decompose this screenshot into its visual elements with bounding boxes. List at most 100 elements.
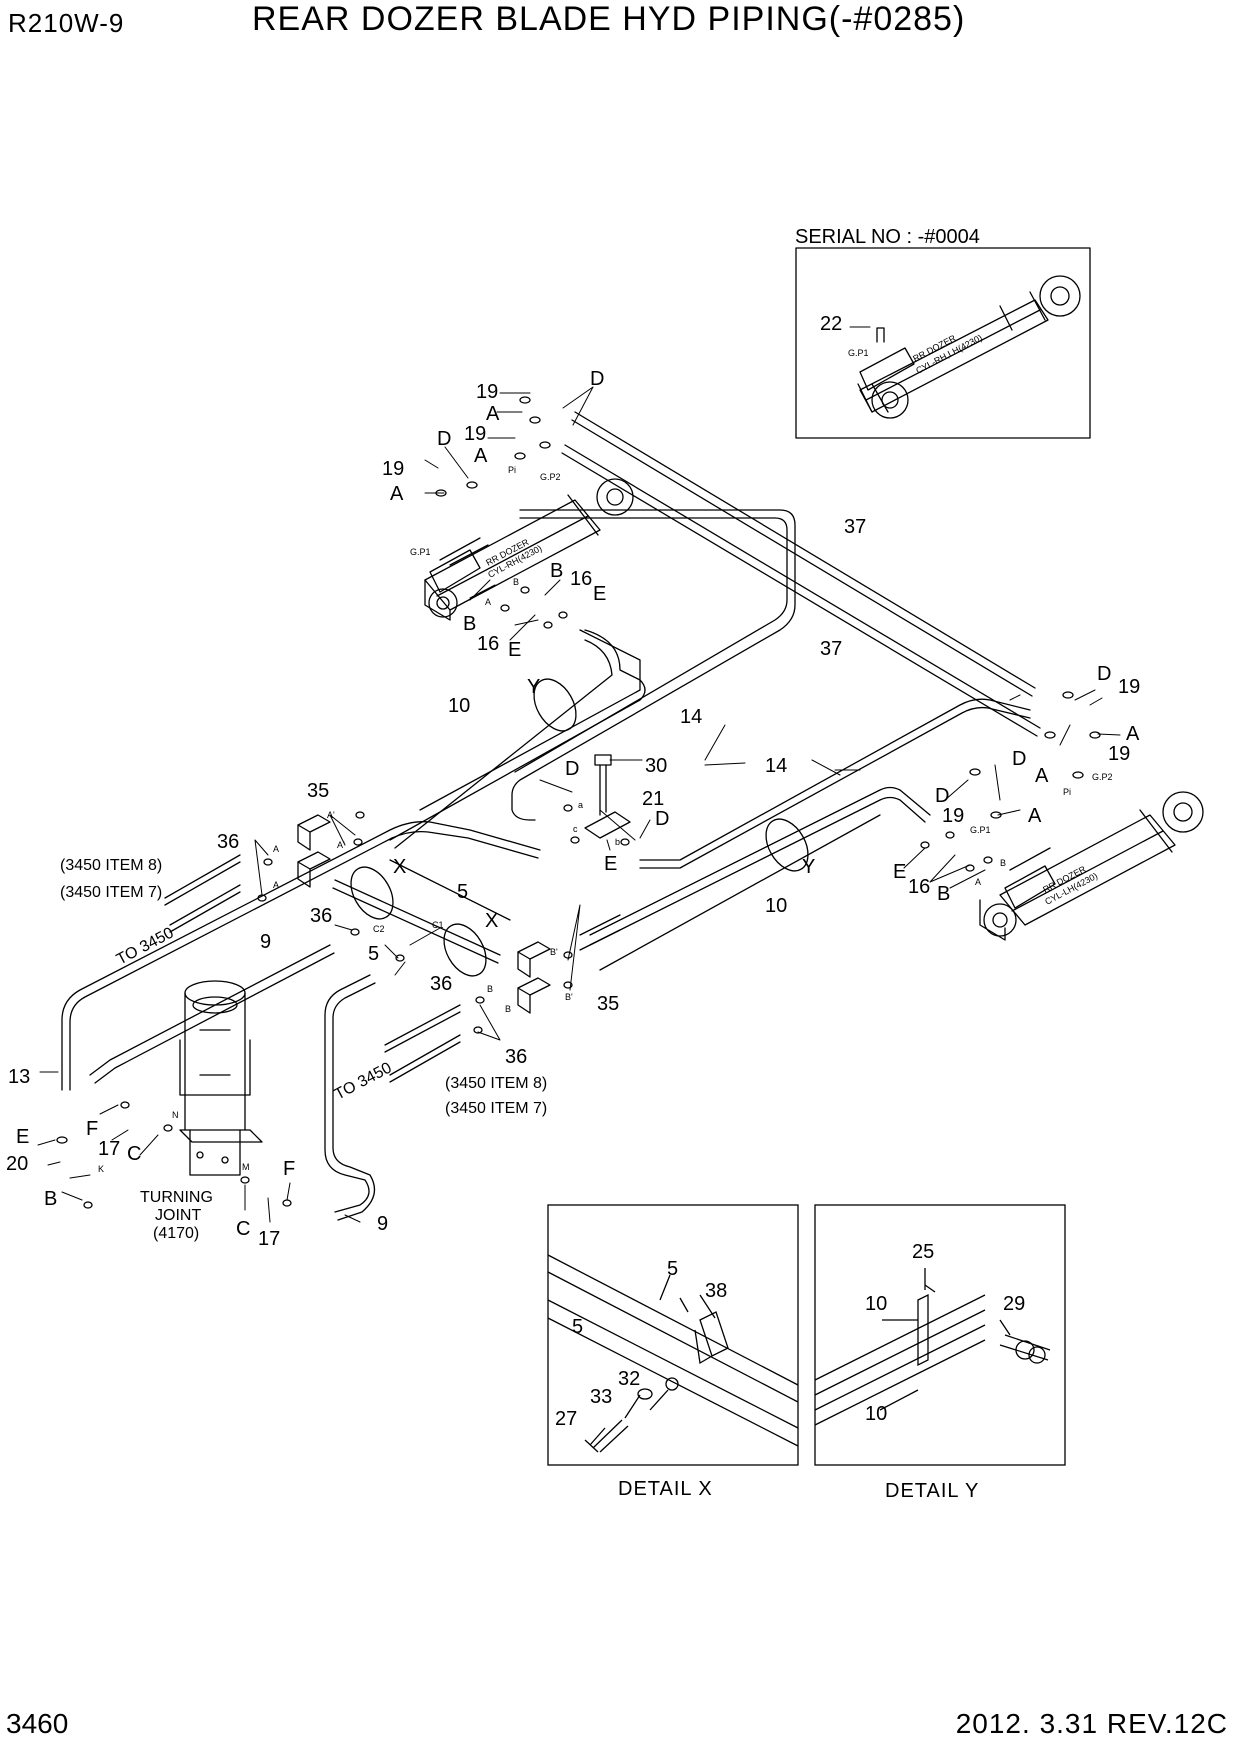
callout-a: A bbox=[474, 445, 488, 467]
callout-35: 35 bbox=[307, 780, 329, 802]
callout-17: 17 bbox=[98, 1138, 120, 1160]
callout-36: 36 bbox=[217, 831, 239, 853]
pipe-5 bbox=[332, 859, 511, 964]
cyl-rh-port-b: B bbox=[513, 577, 519, 587]
note-item8: (3450 ITEM 8) bbox=[60, 857, 162, 874]
callout-a: A bbox=[390, 483, 404, 505]
detail-x bbox=[547, 1204, 799, 1466]
port-c1: C1 bbox=[432, 920, 444, 930]
leader-lines bbox=[37, 326, 1121, 1223]
detail-y-frame bbox=[814, 1204, 1066, 1466]
callout-e: E bbox=[508, 639, 521, 661]
callout-35: 35 bbox=[597, 993, 619, 1015]
header: R210W-9 REAR DOZER BLADE HYD PIPING(-#02… bbox=[0, 0, 1240, 60]
cyl-lh-gp2: G.P2 bbox=[1092, 772, 1113, 782]
callout-19: 19 bbox=[464, 423, 486, 445]
detail-y bbox=[814, 1204, 1066, 1466]
pipe-10b bbox=[589, 786, 931, 971]
callout-19: 19 bbox=[1118, 676, 1140, 698]
callout-a: A bbox=[1028, 805, 1042, 827]
callout-9: 9 bbox=[260, 931, 271, 953]
callout-14: 14 bbox=[680, 706, 702, 728]
inset-frame bbox=[795, 247, 1091, 439]
callout-d: D bbox=[565, 758, 579, 780]
callout-36: 36 bbox=[430, 973, 452, 995]
callout-c: C bbox=[127, 1143, 141, 1165]
port-b: B bbox=[487, 984, 493, 994]
callout-5: 5 bbox=[457, 881, 468, 903]
callout-e: E bbox=[16, 1126, 29, 1148]
port-m: M bbox=[242, 1162, 250, 1172]
pipe-10a bbox=[389, 629, 646, 849]
cyl-rh-pi: Pi bbox=[508, 465, 516, 475]
page-number: 3460 bbox=[6, 1708, 69, 1739]
pipe-9b bbox=[324, 974, 376, 1221]
detail-x-callout-33: 33 bbox=[590, 1386, 612, 1408]
cyl-rh-gp1: G.P1 bbox=[410, 547, 431, 557]
detail-x-callout-38: 38 bbox=[705, 1280, 727, 1302]
turning-joint-label: JOINT bbox=[155, 1207, 201, 1224]
callout-36: 36 bbox=[310, 905, 332, 927]
valve-block-left bbox=[297, 814, 331, 888]
cyl-lh-pi: Pi bbox=[1063, 787, 1071, 797]
pipe-9a bbox=[89, 944, 335, 1084]
cyl-lh-gp1: G.P1 bbox=[970, 825, 991, 835]
callout-5: 5 bbox=[368, 943, 379, 965]
callout-y: Y bbox=[527, 676, 540, 698]
inset-port: G.P1 bbox=[848, 348, 869, 358]
callout-10: 10 bbox=[448, 695, 470, 717]
callout-x: X bbox=[393, 856, 406, 878]
revision-date: 2012. 3.31 REV.12C bbox=[955, 1708, 1228, 1739]
cyl-rh-port-a: A bbox=[485, 597, 491, 607]
callout-d: D bbox=[1097, 663, 1111, 685]
callout-d: D bbox=[590, 368, 604, 390]
callout-d: D bbox=[935, 785, 949, 807]
port-a: A bbox=[273, 880, 279, 890]
callout-b: B bbox=[44, 1188, 57, 1210]
note-to3450: TO 3450 bbox=[332, 1059, 395, 1103]
callout-37: 37 bbox=[844, 516, 866, 538]
detail-x-callout-5: 5 bbox=[572, 1316, 583, 1338]
detail-y-callout-10: 10 bbox=[865, 1403, 887, 1425]
callout-19: 19 bbox=[382, 458, 404, 480]
turning-joint-ref: (4170) bbox=[153, 1225, 199, 1242]
detail-x-callout-32: 32 bbox=[618, 1368, 640, 1390]
clamp-y-upper bbox=[533, 678, 577, 732]
callout-13: 13 bbox=[8, 1066, 30, 1088]
port-k: K bbox=[98, 1164, 104, 1174]
pipe-13 bbox=[61, 821, 541, 1091]
clamp-x-lower bbox=[443, 923, 487, 977]
note-item7: (3450 ITEM 7) bbox=[60, 884, 162, 901]
port-b-prime: B' bbox=[550, 947, 558, 957]
cylinder-rh bbox=[424, 478, 634, 621]
callout-e: E bbox=[604, 853, 617, 875]
callout-17: 17 bbox=[258, 1228, 280, 1250]
port-n: N bbox=[172, 1110, 179, 1120]
callout-f: F bbox=[86, 1118, 98, 1140]
port-c2: C2 bbox=[373, 924, 385, 934]
hose-to-3450-lower bbox=[384, 1004, 461, 1083]
inset-serial: SERIAL NO : -#0004 bbox=[795, 226, 980, 248]
callout-d: D bbox=[655, 808, 669, 830]
port-a-prime: A' bbox=[327, 810, 335, 820]
note-item8: (3450 ITEM 8) bbox=[445, 1075, 547, 1092]
detail-y-callout-29: 29 bbox=[1003, 1293, 1025, 1315]
detail-y-caption: DETAIL Y bbox=[885, 1480, 979, 1502]
callout-14: 14 bbox=[765, 755, 787, 777]
hose-to-3450-upper bbox=[164, 854, 241, 933]
o-rings bbox=[56, 396, 1101, 1209]
callout-19: 19 bbox=[1108, 743, 1130, 765]
pipe-14b bbox=[639, 698, 1031, 869]
detail-x-callout-5: 5 bbox=[667, 1258, 678, 1280]
callout-c: C bbox=[236, 1218, 250, 1240]
cylinder-lh bbox=[979, 791, 1204, 941]
callout-30: 30 bbox=[645, 755, 667, 777]
port-b: B bbox=[505, 1004, 511, 1014]
callout-b: B bbox=[463, 613, 476, 635]
callout-e: E bbox=[893, 861, 906, 883]
callout-f: F bbox=[283, 1158, 295, 1180]
page-title: REAR DOZER BLADE HYD PIPING(-#0285) bbox=[252, 0, 966, 38]
callout-y: Y bbox=[802, 856, 815, 878]
callout-22: 22 bbox=[820, 313, 842, 335]
pipe-37b bbox=[561, 444, 1041, 737]
